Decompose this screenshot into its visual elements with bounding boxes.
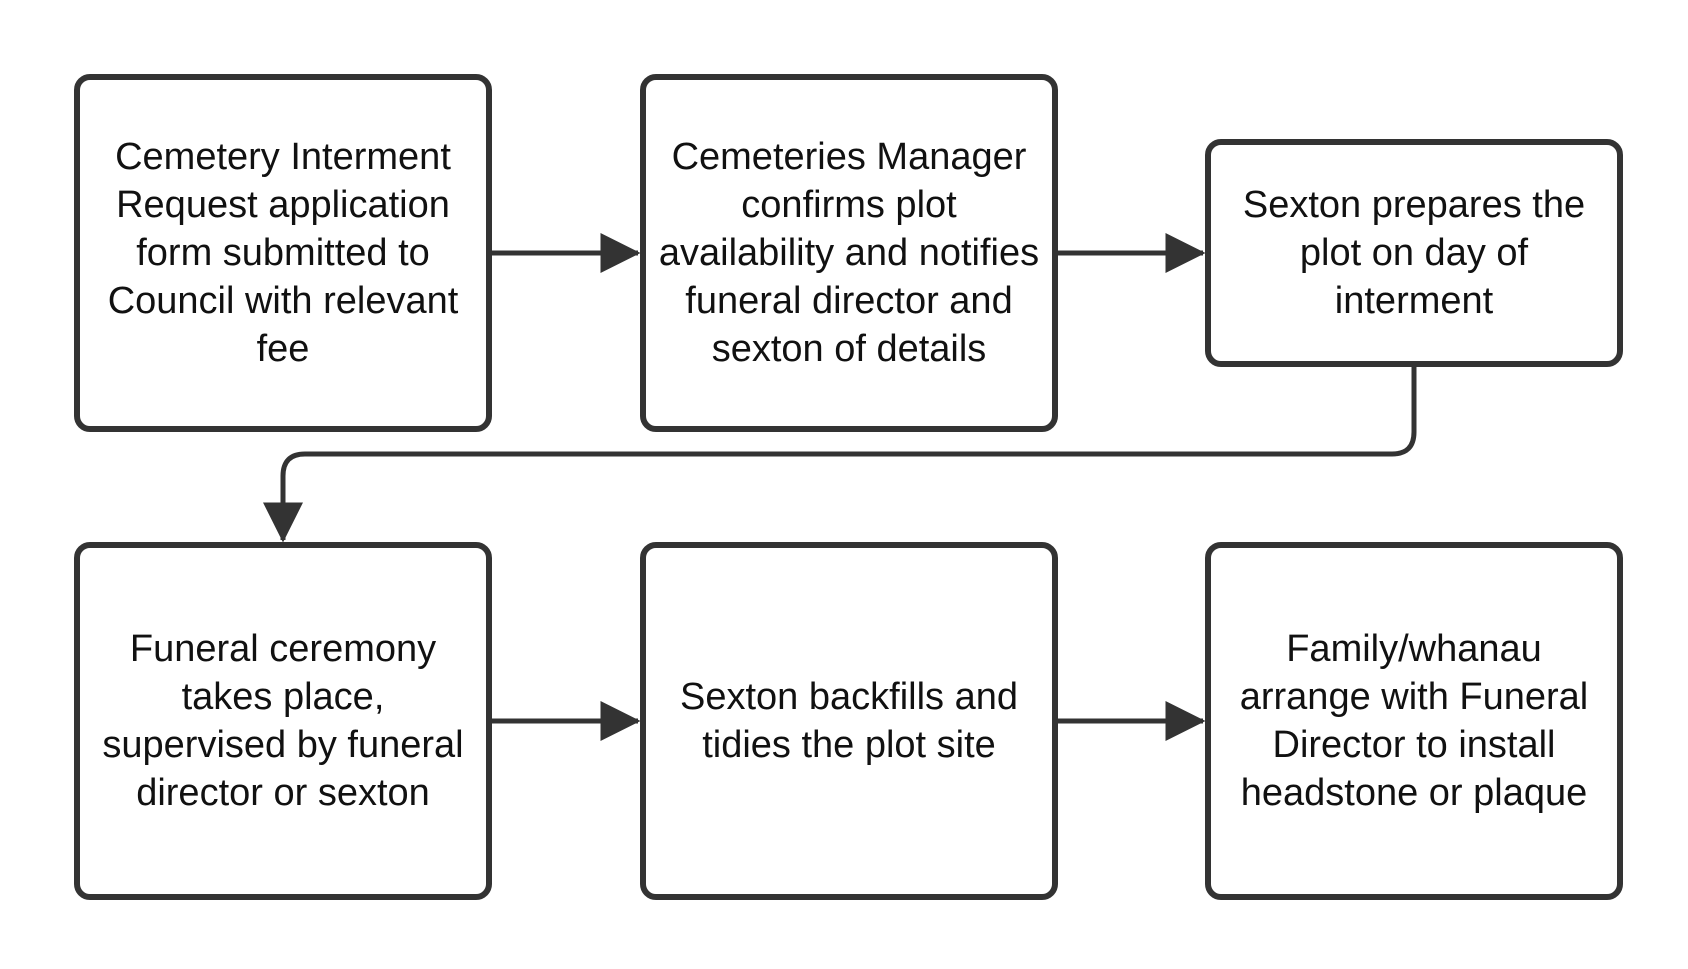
process-step-interment-request: Cemetery Interment Request application f…: [74, 74, 492, 432]
step-3-label: Sexton prepares the plot on day of inter…: [1242, 184, 1586, 322]
step-4-label: Funeral ceremony takes place, supervised…: [102, 628, 464, 814]
process-step-funeral-ceremony: Funeral ceremony takes place, supervised…: [74, 542, 492, 900]
step-2-label: Cemeteries Manager confirms plot availab…: [658, 136, 1040, 370]
arrow-step-3-to-step-4: [263, 367, 1417, 543]
step-1-label: Cemetery Interment Request application f…: [107, 136, 459, 370]
step-6-label: Family/whanau arrange with Funeral Direc…: [1239, 628, 1589, 814]
process-step-sexton-backfills: Sexton backfills and tidies the plot sit…: [640, 542, 1058, 900]
process-step-sexton-prepares: Sexton prepares the plot on day of inter…: [1205, 139, 1623, 367]
step-5-label: Sexton backfills and tidies the plot sit…: [680, 676, 1018, 766]
process-step-manager-confirms: Cemeteries Manager confirms plot availab…: [640, 74, 1058, 432]
process-step-headstone-install: Family/whanau arrange with Funeral Direc…: [1205, 542, 1623, 900]
